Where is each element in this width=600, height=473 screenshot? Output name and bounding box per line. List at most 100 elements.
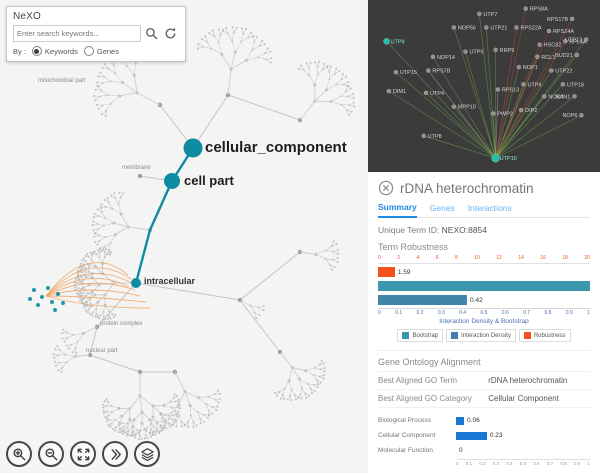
gene-node-label[interactable]: UTP10 — [500, 156, 517, 162]
gene-node-label[interactable]: UTP8 — [428, 134, 442, 140]
fit-to-screen-button[interactable] — [70, 441, 96, 467]
gene-node[interactable] — [546, 28, 552, 34]
zoom-in-button[interactable] — [6, 441, 32, 467]
gene-node[interactable] — [518, 107, 524, 113]
tree-node-label[interactable]: cell part — [184, 173, 234, 188]
gene-node[interactable] — [542, 94, 547, 99]
gene-node[interactable] — [560, 82, 566, 87]
gene-node[interactable] — [383, 38, 390, 45]
tree-node-label[interactable]: intracellular — [144, 276, 196, 286]
gene-node[interactable] — [493, 47, 498, 53]
gene-node[interactable] — [426, 68, 431, 73]
gene-node-label[interactable]: NOC4 — [548, 94, 563, 100]
gene-node[interactable] — [562, 39, 568, 44]
zoom-out-button[interactable] — [38, 441, 64, 467]
tree-node-label[interactable]: nuclear part — [86, 348, 118, 354]
tab-genes[interactable]: Genes — [430, 202, 455, 217]
tree-highlight-node[interactable] — [131, 278, 141, 288]
tab-summary[interactable]: Summary — [378, 202, 417, 218]
gene-node-label[interactable]: RPS24A — [553, 29, 574, 35]
close-details-button[interactable] — [378, 180, 394, 196]
gene-node-label[interactable]: UTP13 — [565, 38, 582, 44]
legend-item[interactable]: Interaction Density — [446, 329, 516, 342]
tree-node-label[interactable]: protein complex — [100, 321, 143, 327]
gene-node[interactable] — [579, 113, 584, 118]
gene-node-label[interactable]: DIM1 — [393, 89, 406, 95]
gene-node[interactable] — [574, 52, 580, 58]
gene-node-label[interactable]: UTP5 — [469, 50, 483, 56]
gene-node-label[interactable]: UTP21 — [490, 26, 507, 32]
radio-genes[interactable]: Genes — [83, 46, 119, 56]
gene-node[interactable] — [572, 94, 577, 99]
gene-node[interactable] — [451, 104, 457, 109]
gene-node[interactable] — [484, 25, 489, 30]
gene-node-label[interactable]: NOP56 — [458, 26, 476, 32]
tree-highlight-node[interactable] — [183, 138, 203, 158]
gene-node-label[interactable]: UTP4 — [430, 91, 444, 97]
gene-node-label[interactable]: UTP9 — [391, 39, 405, 45]
gene-node[interactable] — [477, 11, 482, 16]
gene-node-label[interactable]: NOP6 — [562, 113, 577, 119]
gene-node-label[interactable]: UTP18 — [567, 82, 584, 88]
tree-highlight-node[interactable] — [164, 173, 180, 189]
legend-item[interactable]: Robustness — [518, 329, 571, 342]
gene-node-label[interactable]: NOP1 — [523, 65, 538, 71]
search-button[interactable] — [143, 25, 160, 42]
gene-node-label[interactable]: RCL1 — [541, 55, 555, 61]
gene-node-label[interactable]: UTP15 — [400, 70, 417, 76]
ontology-tree-canvas[interactable] — [0, 0, 368, 473]
tree-node-label[interactable]: cellular_component — [205, 139, 347, 156]
gene-node[interactable] — [393, 70, 399, 75]
legend-item[interactable]: Bootstrap — [397, 329, 444, 342]
gene-node[interactable] — [423, 90, 429, 96]
tab-interactions[interactable]: Interactions — [468, 202, 512, 217]
gene-node[interactable] — [430, 54, 436, 59]
gene-node-label[interactable]: RPS7B — [432, 69, 450, 75]
gene-node[interactable] — [521, 82, 526, 87]
gene-node-label[interactable]: PWP2 — [497, 112, 513, 118]
gene-node-label[interactable]: RPS8A — [530, 7, 548, 13]
layers-button[interactable] — [134, 441, 160, 467]
gene-node[interactable] — [549, 68, 554, 73]
gene-node[interactable] — [523, 6, 528, 11]
interaction-network-canvas[interactable]: UTP9 UTP7 RPS8A RPS17B NOP56 UTP21 RPS22A RPS24… — [368, 0, 600, 172]
gene-node[interactable] — [495, 87, 501, 92]
gene-node[interactable] — [514, 25, 519, 30]
gene-node-label[interactable]: NOP14 — [437, 55, 455, 61]
gene-node-label[interactable]: UTP6 — [527, 82, 541, 88]
gene-node[interactable] — [516, 64, 522, 70]
gene-node-label[interactable]: DIP2 — [525, 108, 537, 114]
gene-node[interactable] — [421, 133, 426, 139]
gene-node-label[interactable]: UTP22 — [555, 69, 572, 75]
gene-node-label[interactable]: RPL4A — [569, 39, 587, 45]
gene-node[interactable] — [537, 42, 542, 47]
gene-node[interactable] — [386, 88, 392, 94]
gene-node-label[interactable]: RPS22A — [520, 26, 541, 32]
collapse-chevrons-button[interactable] — [102, 441, 128, 467]
bar-bootstrap — [378, 281, 590, 291]
search-input[interactable] — [13, 25, 141, 42]
radio-keywords[interactable]: Keywords — [31, 46, 78, 56]
gene-node-label[interactable]: UTP7 — [483, 12, 497, 18]
interaction-network-panel[interactable]: UTP9 UTP7 RPS8A RPS17B NOP56 UTP21 RPS22A RPS24… — [368, 0, 600, 172]
gene-node[interactable] — [491, 111, 496, 116]
gene-node-label[interactable]: RRP9 — [500, 48, 515, 54]
tree-node-label[interactable]: mitochondrial part — [38, 78, 86, 84]
gene-node[interactable] — [491, 154, 500, 163]
highlighted-path — [134, 147, 195, 284]
gene-node[interactable] — [569, 16, 575, 22]
gene-node[interactable] — [583, 37, 589, 42]
gene-node-label[interactable]: RPS13 — [502, 87, 519, 93]
gene-node-label[interactable]: NAN1 — [556, 94, 571, 100]
gene-node[interactable] — [535, 54, 540, 59]
tree-node-label[interactable]: membrane — [122, 165, 151, 171]
reset-search-button[interactable] — [162, 25, 179, 42]
gene-node[interactable] — [451, 25, 457, 30]
gene-node-label[interactable]: RPS17B — [547, 17, 568, 23]
gene-node-label[interactable]: BUD21 — [555, 53, 573, 59]
gene-node-label[interactable]: HSC82 — [544, 43, 562, 49]
gene-node[interactable] — [463, 49, 468, 54]
gene-node-label[interactable]: MPP10 — [458, 105, 476, 111]
